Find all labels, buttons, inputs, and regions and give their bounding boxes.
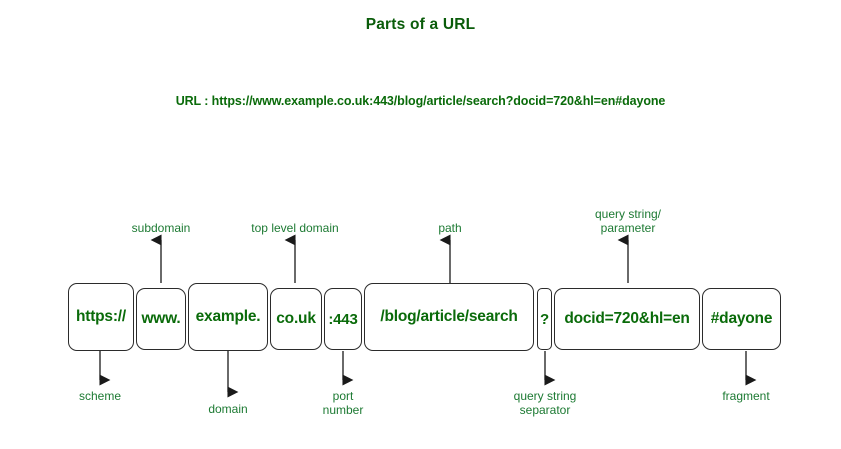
url-segment-path[interactable]: /blog/article/search: [364, 283, 534, 351]
url-segment-domain[interactable]: example.: [188, 283, 268, 351]
url-segment-subdomain[interactable]: www.: [136, 288, 186, 350]
label-domain: domain: [208, 402, 248, 416]
label-subdomain: subdomain: [131, 221, 191, 235]
url-segment-fragment[interactable]: #dayone: [702, 288, 781, 350]
label-query-string-separator: query string separator: [513, 389, 577, 417]
label-query-string-parameter: query string/ parameter: [594, 207, 662, 235]
label-fragment: fragment: [722, 389, 770, 403]
label-port-number: port number: [322, 389, 364, 417]
url-example-line: URL : https://www.example.co.uk:443/blog…: [175, 94, 666, 108]
url-segment-query-string-text: docid=720&hl=en: [564, 310, 690, 327]
url-segment-query-separator[interactable]: ?: [537, 288, 552, 350]
url-segment-subdomain-text: www.: [141, 310, 181, 327]
url-segment-scheme-text: https://: [75, 308, 127, 325]
label-scheme: scheme: [78, 389, 122, 403]
url-segment-query-string[interactable]: docid=720&hl=en: [554, 288, 700, 350]
url-segment-query-separator-text: ?: [540, 310, 549, 328]
page-title: Parts of a URL: [365, 16, 476, 33]
url-segment-port-number[interactable]: :443: [324, 288, 362, 350]
url-segment-domain-text: example.: [195, 308, 261, 325]
label-path: path: [438, 221, 462, 235]
url-segment-top-level-domain[interactable]: co.uk: [270, 288, 322, 350]
url-segment-port-number-text: :443: [328, 310, 358, 328]
url-segment-top-level-domain-text: co.uk: [276, 310, 316, 327]
url-segment-fragment-text: #dayone: [710, 310, 773, 327]
url-segment-path-text: /blog/article/search: [380, 308, 518, 325]
url-segment-scheme[interactable]: https://: [68, 283, 134, 351]
label-top-level-domain: top level domain: [251, 221, 339, 235]
